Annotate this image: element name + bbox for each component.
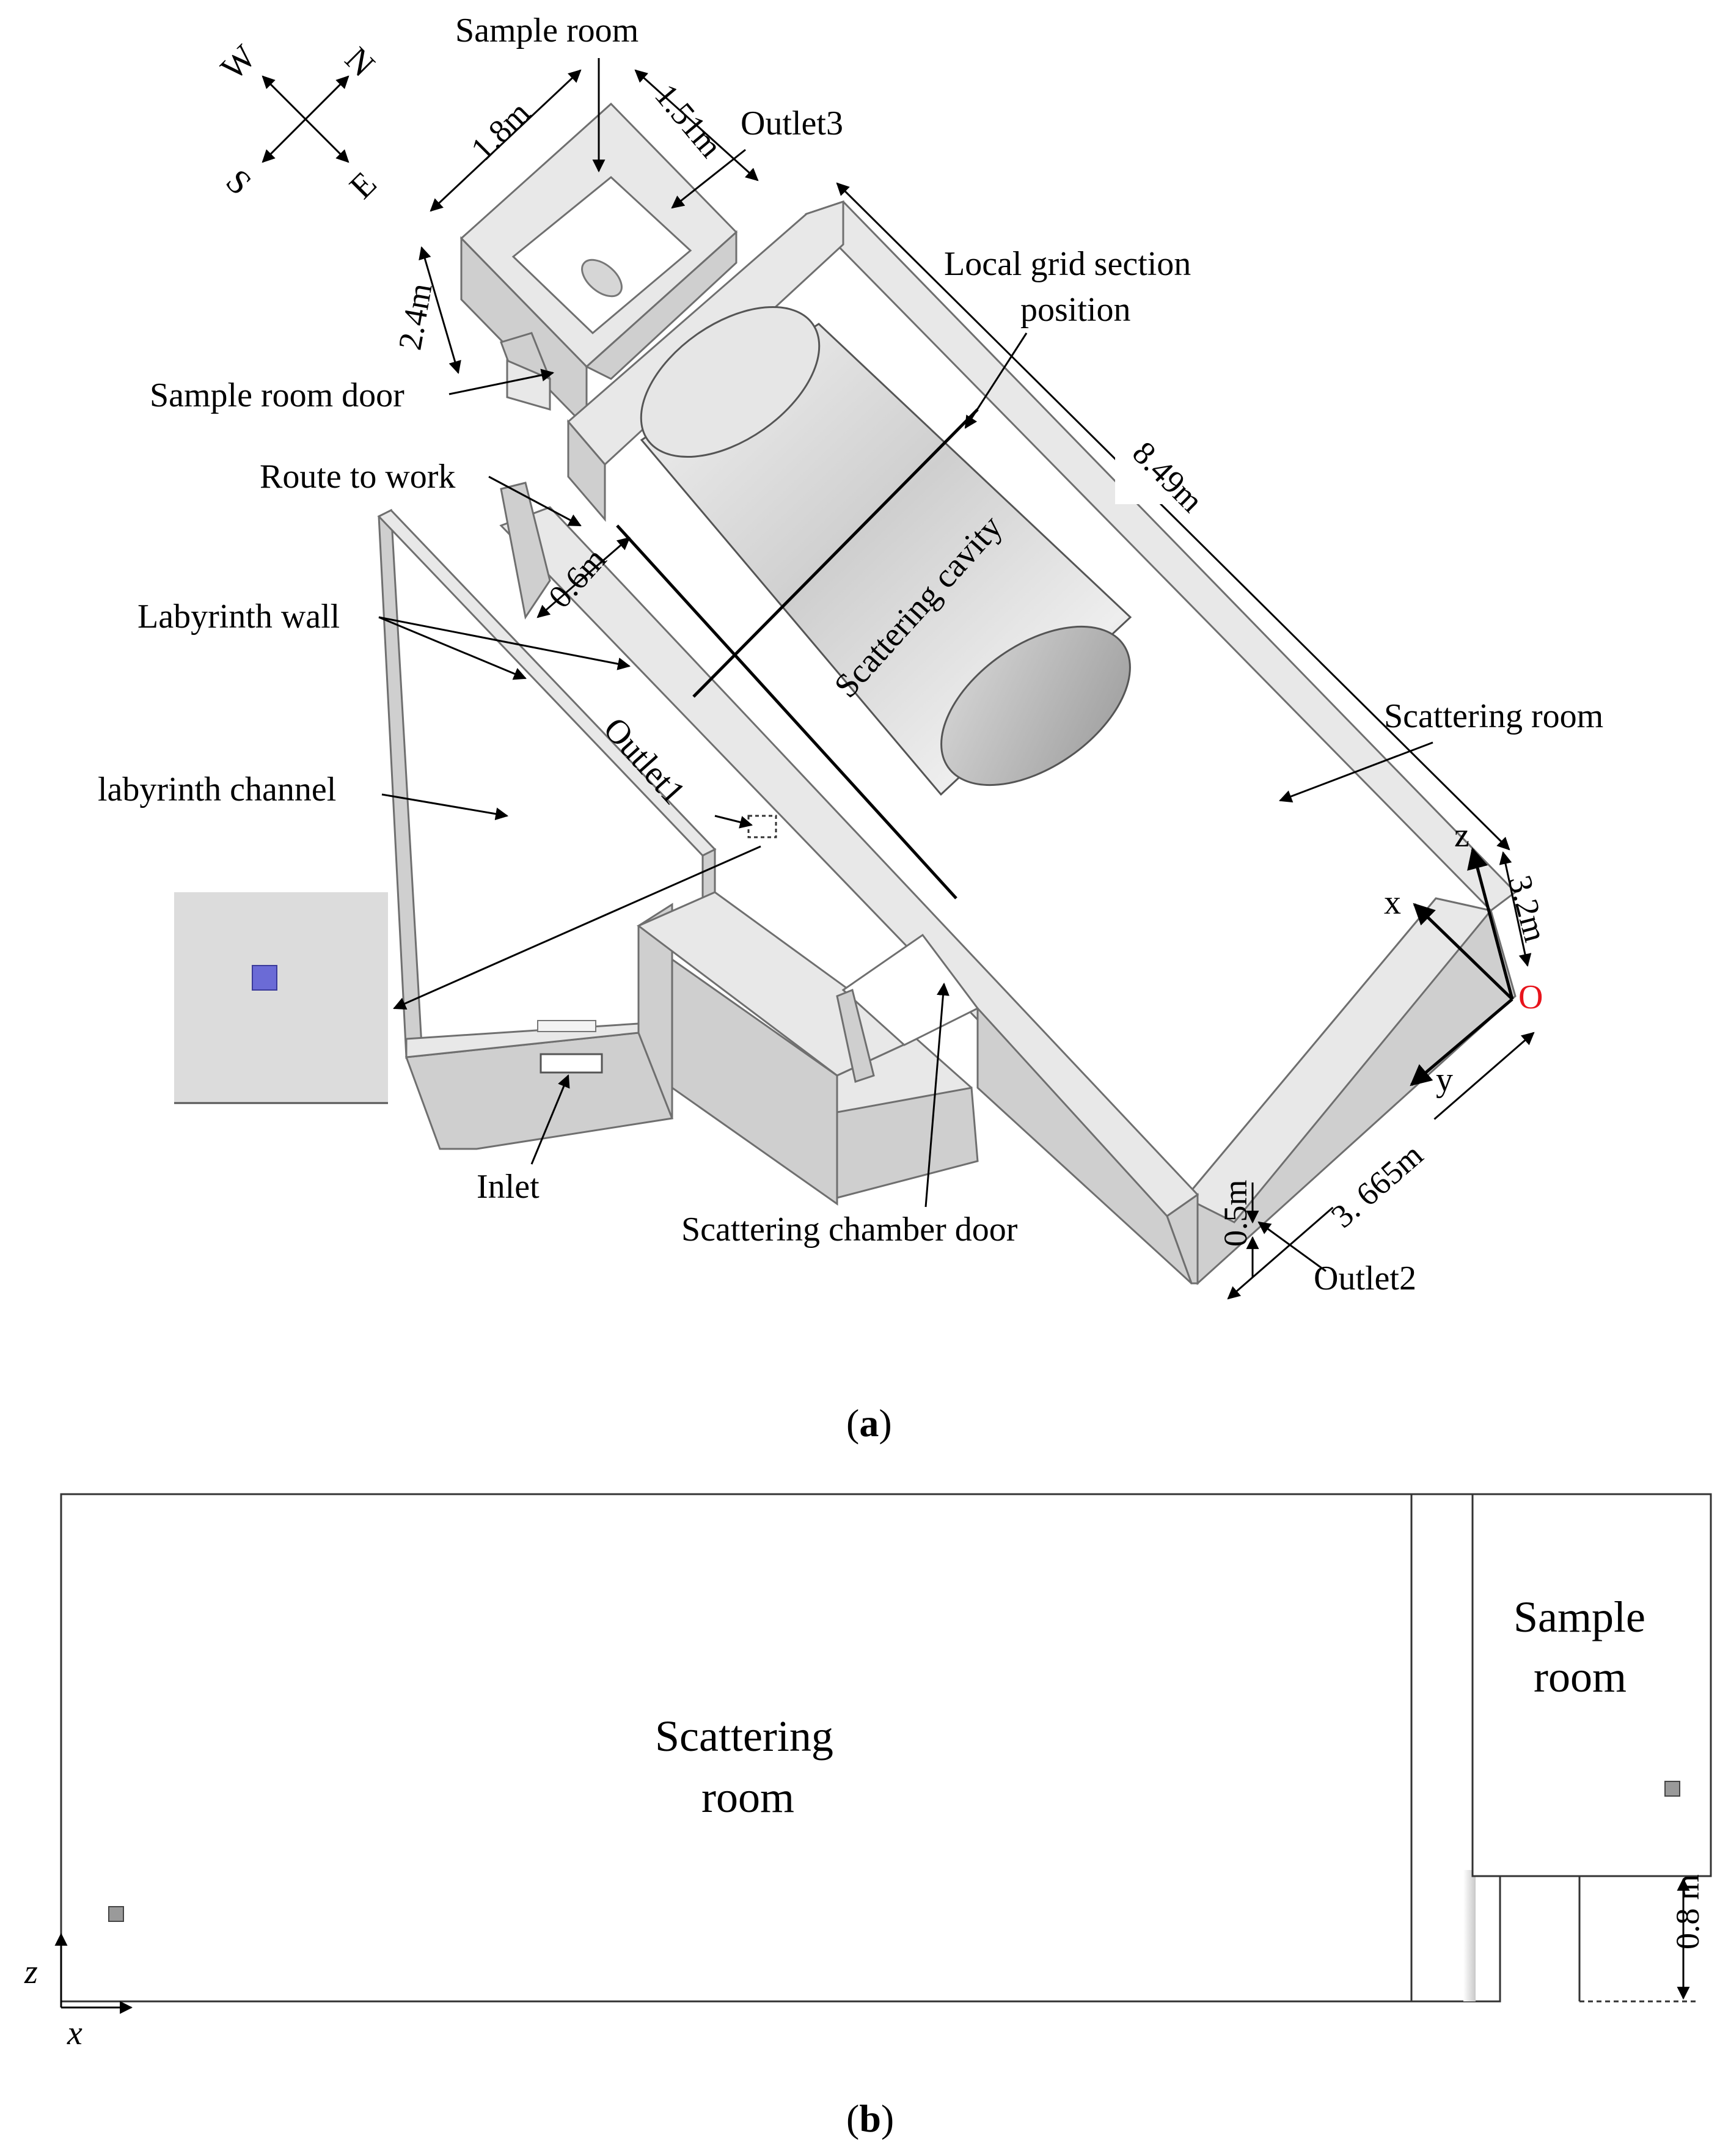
label-sample-room: Sample room <box>455 12 639 50</box>
panel-b-scattering-room-1: Scattering <box>655 1712 833 1761</box>
scattering-room-outline <box>60 1493 1501 2003</box>
dim-0-5: 0.5m <box>1217 1179 1254 1247</box>
panel-b-scattering-room-2: room <box>701 1773 794 1822</box>
panel-b-marker-right <box>1664 1781 1680 1797</box>
axis-y: y <box>1436 1061 1453 1099</box>
panel-a: W N S E <box>98 12 1603 1445</box>
caption-b-letter: b <box>859 2097 881 2140</box>
label-outlet1: Outlet1 <box>596 710 692 812</box>
label-outlet2: Outlet2 <box>1314 1260 1416 1297</box>
local-axes: x z y O <box>1384 816 1543 1099</box>
panel-b-dim-0-8: 0.8 m <box>1669 1874 1706 1949</box>
compass-w: W <box>214 38 263 87</box>
caption-a: (a) <box>846 1401 892 1445</box>
compass-rose: W N S E <box>214 38 384 207</box>
outlet1-inset-marker <box>252 965 277 991</box>
outlet1-inset <box>174 892 388 1104</box>
panel-b-axis-z: z <box>24 1953 38 1991</box>
label-route-to-work: Route to work <box>260 458 455 496</box>
panel-b-marker-left <box>108 1906 124 1922</box>
scattering-chamber-door-area <box>637 891 979 1206</box>
caption-a-letter: a <box>859 1401 879 1445</box>
caption-b: (b) <box>846 2097 894 2140</box>
label-local-grid-2: position <box>1020 291 1130 329</box>
outlet1-marker <box>747 815 777 838</box>
label-labyrinth-wall: Labyrinth wall <box>137 598 340 636</box>
compass-s: S <box>219 162 259 202</box>
label-scattering-chamber-door: Scattering chamber door <box>681 1211 1018 1248</box>
label-scattering-room: Scattering room <box>1384 697 1603 735</box>
label-sample-room-door: Sample room door <box>150 376 404 414</box>
dim-2-4: 2.4m <box>392 280 439 353</box>
label-inlet: Inlet <box>477 1168 540 1206</box>
dim-3-2: 3.2m <box>1501 871 1554 945</box>
compass-e: E <box>342 164 384 206</box>
dim-1-8: 1.8m <box>464 94 537 167</box>
panel-b: Scattering room Sample room 0.8 m z x (b… <box>24 1493 1712 2140</box>
panel-b-axis-x: x <box>67 2014 82 2052</box>
panel-b-sample-room-1: Sample <box>1513 1593 1645 1641</box>
axis-origin: O <box>1518 978 1543 1016</box>
scattering-cavity <box>640 306 1132 796</box>
sample-room-outline <box>1471 1493 1712 1877</box>
axis-x: x <box>1384 884 1401 922</box>
panel-b-sample-room-2: room <box>1534 1652 1627 1701</box>
label-labyrinth-channel: labyrinth channel <box>98 771 336 809</box>
labyrinth <box>377 332 717 1150</box>
axis-z: z <box>1454 816 1469 854</box>
label-local-grid: Local grid section <box>944 245 1191 283</box>
compass-n: N <box>338 40 382 84</box>
dim-1-51: 1.51m <box>648 77 730 164</box>
label-outlet3: Outlet3 <box>741 105 843 142</box>
